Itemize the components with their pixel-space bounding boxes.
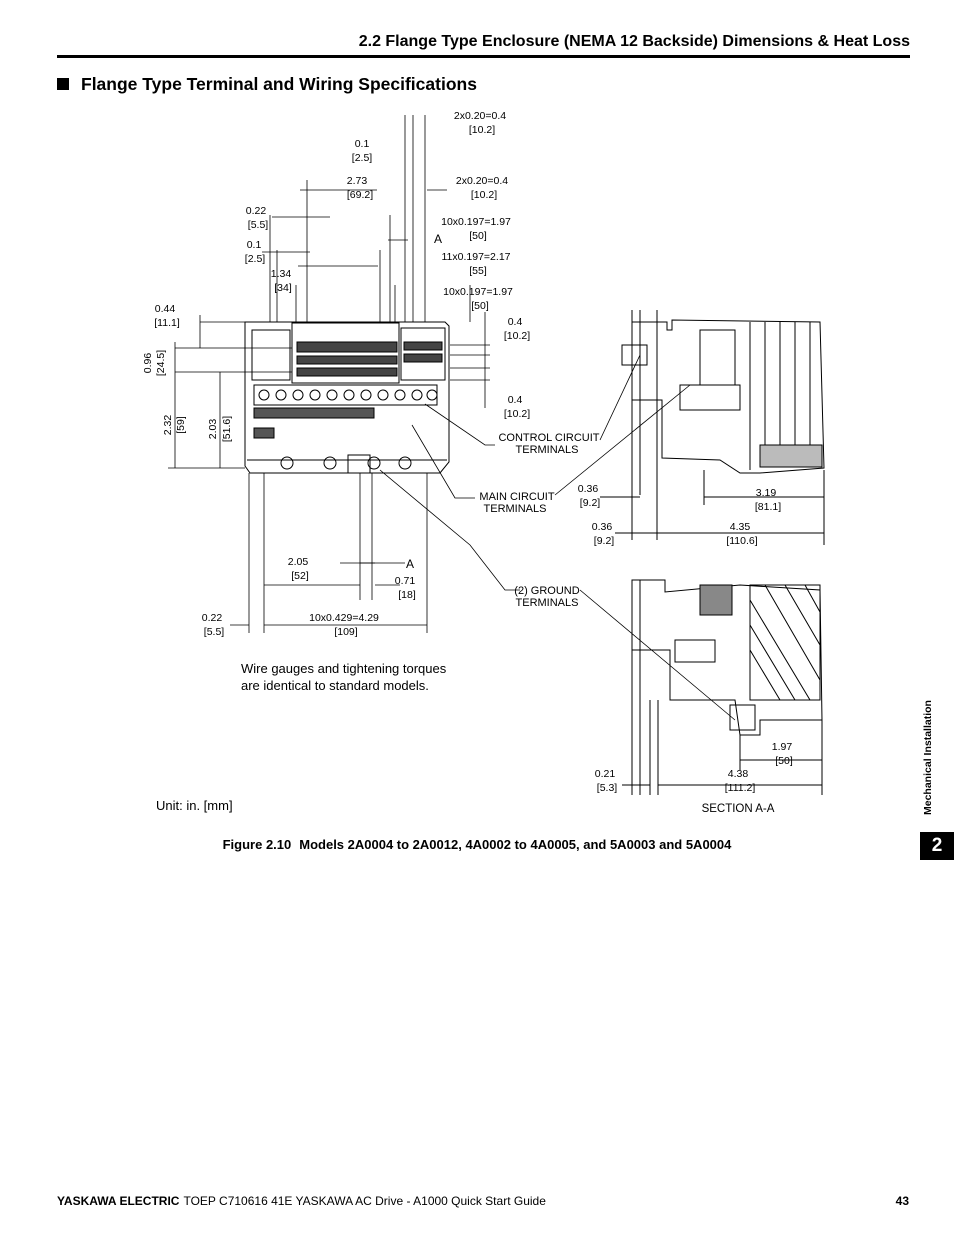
keypad-recess (251, 329, 291, 381)
dim-label: 0.44 (155, 303, 176, 315)
front-outline (244, 321, 450, 474)
dim-label: [11.1] (154, 317, 180, 329)
figure-caption-text: Models 2A0004 to 2A0012, 4A0002 to 4A000… (299, 837, 732, 852)
dim-label: [10.2] (469, 124, 495, 136)
dim-label: 0.96 (142, 353, 154, 374)
caution-label (253, 427, 275, 439)
terminal-label-strip (253, 407, 375, 419)
footer-brand: YASKAWA ELECTRIC (57, 1194, 180, 1208)
callout-labels: A A CONTROL CIRCUIT TERMINALS MAIN CIRCU… (406, 232, 600, 609)
dim-label: 11x0.197=2.17 (442, 251, 511, 263)
dim-label: [110.6] (726, 535, 757, 547)
control-terminal-block-right (400, 327, 446, 381)
figure-caption: Figure 2.10 Models 2A0004 to 2A0012, 4A00… (0, 837, 954, 852)
main-terminals-label-line2: TERMINALS (484, 503, 547, 515)
dim-label: [10.2] (504, 408, 530, 420)
dim-label: [34] (274, 282, 292, 294)
side-view (600, 310, 825, 545)
dim-label: 0.4 (508, 316, 523, 328)
wire-note-line1: Wire gauges and tightening torques (241, 661, 447, 676)
dim-label: [111.2] (725, 782, 756, 794)
control-terminals-label-line1: CONTROL CIRCUIT (498, 432, 599, 444)
dim-label: [9.2] (594, 535, 615, 547)
dim-label: 0.71 (395, 575, 416, 587)
footer-doc-title: TOEP C710616 41E YASKAWA AC Drive - A100… (183, 1194, 546, 1208)
dim-label: 0.1 (355, 138, 370, 150)
footer-page-number: 43 (895, 1194, 909, 1208)
dim-label: [10.2] (504, 330, 530, 342)
dim-label: 2x0.20=0.4 (454, 110, 506, 122)
dim-label: [50] (471, 300, 489, 312)
dim-label: 0.4 (508, 394, 523, 406)
dim-label: 2.32 (162, 415, 174, 436)
dim-label: [10.2] (471, 189, 497, 201)
header-rule (57, 55, 910, 58)
dim-label: [69.2] (347, 189, 373, 201)
dim-label: 3.19 (756, 487, 777, 499)
section-mark-top: A (434, 232, 442, 246)
dimension-drawing: 2x0.20=0.4 [10.2] 0.1 [2.5] 2.73 [69.2] … (142, 110, 825, 815)
dim-label: [5.5] (204, 626, 225, 638)
dim-label: 10x0.197=1.97 (441, 216, 511, 228)
wire-note-line2: are identical to standard models. (241, 678, 429, 693)
dim-label: 10x0.197=1.97 (443, 286, 513, 298)
section-mark-bottom: A (406, 557, 414, 571)
dim-label: [24.5] (155, 350, 167, 376)
front-dimension-lines (168, 115, 490, 633)
dim-label: [50] (469, 230, 487, 242)
main-terminal-row (253, 384, 438, 406)
dim-label: [2.5] (245, 253, 266, 265)
dim-label: [9.2] (580, 497, 601, 509)
dim-label: [81.1] (755, 501, 781, 513)
figure-number: Figure 2.10 (222, 837, 292, 852)
dim-label: [2.5] (352, 152, 373, 164)
dim-label: [52] (291, 570, 309, 582)
dim-label: 1.34 (271, 268, 292, 280)
dim-label: 1.97 (772, 741, 793, 753)
dim-label: 10x0.429=4.29 (309, 612, 379, 624)
dim-label: 0.22 (246, 205, 267, 217)
dimension-labels: 2x0.20=0.4 [10.2] 0.1 [2.5] 2.73 [69.2] … (142, 110, 793, 794)
section-heading-text: Flange Type Terminal and Wiring Specific… (81, 74, 477, 94)
unit-note: Unit: in. [mm] (156, 798, 233, 813)
dim-label: [51.6] (221, 416, 233, 442)
notes: Wire gauges and tightening torques are i… (156, 661, 775, 815)
ground-terminals-label-line1: (2) GROUND (514, 585, 579, 597)
dim-label: 2x0.20=0.4 (456, 175, 508, 187)
control-terminals-label-line2: TERMINALS (516, 444, 579, 456)
front-view (244, 321, 450, 474)
control-terminal-rows (296, 341, 443, 377)
main-terminal-screws (258, 389, 438, 401)
leader-lines (379, 354, 736, 721)
dim-label: 4.38 (728, 768, 749, 780)
side-tab-label: Mechanical Installation (922, 700, 934, 815)
dim-label: 0.36 (578, 483, 599, 495)
dim-label: [5.3] (597, 782, 618, 794)
dim-label: 2.03 (207, 419, 219, 440)
section-aa-label: SECTION A-A (702, 803, 775, 815)
dim-label: [18] (398, 589, 416, 601)
page-header-title: 2.2 Flange Type Enclosure (NEMA 12 Backs… (358, 33, 910, 50)
chapter-number-tab: 2 (920, 832, 954, 860)
dim-label: 4.35 (730, 521, 751, 533)
dim-label: [50] (775, 755, 793, 767)
dim-label: 2.73 (347, 175, 368, 187)
section-heading: Flange Type Terminal and Wiring Specific… (57, 74, 477, 95)
dim-label: [55] (469, 265, 487, 277)
dim-label: 0.36 (592, 521, 613, 533)
main-terminals-label-line1: MAIN CIRCUIT (479, 491, 554, 503)
dim-label: [59] (175, 416, 187, 434)
dim-label: [109] (334, 626, 357, 638)
section-aa-view (622, 579, 823, 795)
bullet-square-icon (57, 78, 69, 90)
ground-screws (280, 454, 412, 474)
ground-terminals-label-line2: TERMINALS (516, 597, 579, 609)
dim-label: 0.1 (247, 239, 262, 251)
dim-label: 0.22 (202, 612, 223, 624)
dim-label: 2.05 (288, 556, 309, 568)
control-terminal-block (291, 322, 400, 384)
dim-label: 0.21 (595, 768, 616, 780)
dim-label: [5.5] (248, 219, 269, 231)
